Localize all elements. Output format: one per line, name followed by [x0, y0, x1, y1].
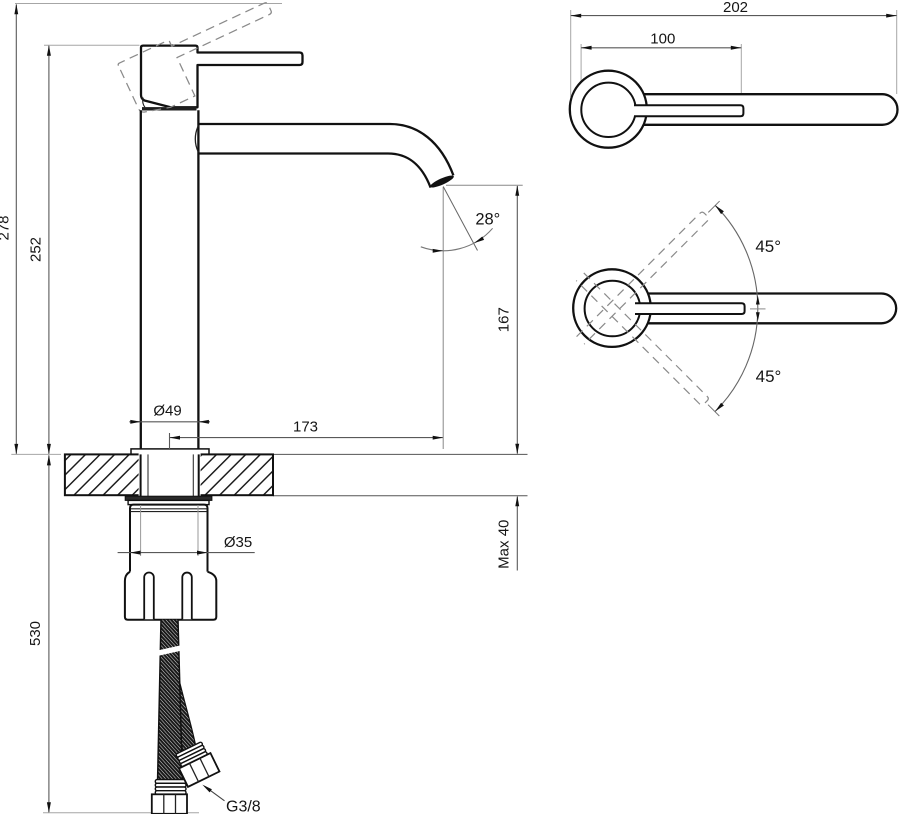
svg-text:202: 202 [723, 0, 748, 16]
svg-text:100: 100 [650, 30, 675, 47]
svg-text:45°: 45° [756, 367, 782, 386]
svg-text:G3/8: G3/8 [226, 799, 261, 814]
svg-text:Ø35: Ø35 [224, 534, 252, 551]
svg-text:173: 173 [293, 419, 318, 436]
svg-text:167: 167 [496, 307, 513, 332]
svg-text:Max 40: Max 40 [495, 520, 512, 569]
svg-text:278: 278 [0, 215, 13, 240]
svg-text:252: 252 [28, 237, 45, 262]
svg-text:530: 530 [27, 621, 44, 646]
svg-text:28°: 28° [475, 210, 500, 228]
svg-text:Ø49: Ø49 [153, 403, 181, 420]
svg-text:45°: 45° [755, 237, 781, 256]
